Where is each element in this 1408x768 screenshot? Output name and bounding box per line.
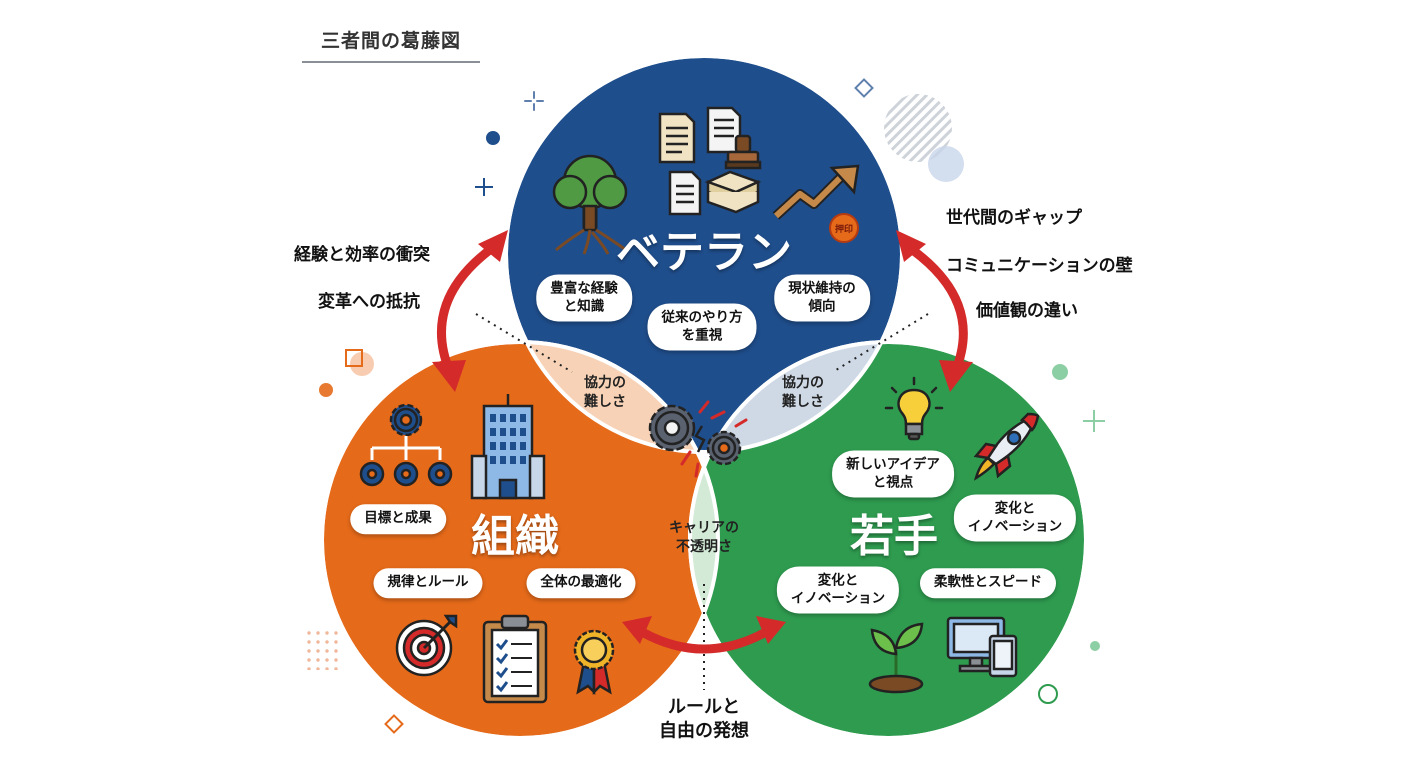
conflict-arrow-left <box>436 241 500 377</box>
decor-diamond <box>384 714 404 734</box>
office-building-icon <box>470 394 546 500</box>
overlap-label-veteran-young: 協力の 難しさ <box>782 375 824 410</box>
decor-diamond <box>854 78 874 98</box>
decor-dot <box>1052 364 1068 380</box>
conflict-text-left-2: 変革への抵抗 <box>318 292 420 312</box>
conflict-gears-icon <box>648 400 748 478</box>
target-icon <box>395 614 458 677</box>
conflict-text-right-2: コミュニケーションの壁 <box>946 256 1133 276</box>
documents-icon <box>658 106 742 164</box>
tree-icon <box>552 154 628 255</box>
conflict-arrow-right <box>902 241 968 377</box>
veteran-pill-status-quo: 現状維持の 傾向 <box>774 274 870 322</box>
lightbulb-icon <box>884 376 944 441</box>
decor-dot <box>1090 641 1100 651</box>
conflict-text-right-1: 世代間のギャップ <box>946 208 1082 228</box>
overlap-label-organization-young: キャリアの 不透明さ <box>669 520 739 555</box>
organization-pill-goals: 目標と成果 <box>350 504 446 534</box>
decor-plus <box>1083 410 1105 432</box>
decor-dot <box>319 383 333 397</box>
rocket-icon <box>973 412 1040 481</box>
organization-label: 組織 <box>471 511 559 562</box>
young-pill-innovation-2: 変化と イノベーション <box>776 566 900 614</box>
veteran-label: ベテラン <box>616 227 792 278</box>
veteran-pill-tradition: 従来のやり方 を重視 <box>647 303 757 351</box>
conflict-text-right-3: 価値観の違い <box>976 301 1078 321</box>
decor-hatch-circle <box>884 94 952 162</box>
young-pill-ideas: 新しいアイデア と視点 <box>832 450 954 498</box>
conflict-text-left-1: 経験と効率の衝突 <box>294 245 430 265</box>
decor-sparkle <box>524 91 544 111</box>
decor-dots-grid <box>302 630 342 670</box>
young-pill-flexibility: 柔軟性とスピード <box>920 568 1056 598</box>
decor-plus <box>475 178 493 196</box>
award-ribbon-icon <box>573 629 615 696</box>
rising-arrow-icon <box>772 164 860 220</box>
conflict-arrow-bottom <box>637 627 771 654</box>
young-label: 若手 <box>850 511 938 562</box>
hanko-icon: 押印 <box>829 213 859 243</box>
decor-square <box>345 349 363 367</box>
gears-hierarchy-icon <box>359 403 453 487</box>
decor-ring <box>1038 684 1058 704</box>
overlap-label-veteran-organization: 協力の 難しさ <box>584 375 626 410</box>
sprout-icon <box>868 622 924 694</box>
seal-stamp-icon <box>724 134 762 170</box>
paper-stack-icon <box>668 170 762 216</box>
dotted-line-left <box>475 313 573 373</box>
organization-pill-optimization: 全体の最適化 <box>526 568 636 598</box>
decor-dot <box>486 131 500 145</box>
devices-icon <box>946 616 1018 678</box>
conflict-text-bottom: ルールと 自由の発想 <box>659 696 749 742</box>
young-pill-innovation-1: 変化と イノベーション <box>953 494 1077 542</box>
veteran-pill-experience: 豊富な経験 と知識 <box>536 274 632 322</box>
decor-circle <box>928 146 964 182</box>
organization-pill-discipline: 規律とルール <box>373 568 483 598</box>
checklist-clipboard-icon <box>482 614 548 704</box>
page-title: 三者間の葛藤図 <box>302 26 480 63</box>
hanko-text: 押印 <box>835 223 853 235</box>
